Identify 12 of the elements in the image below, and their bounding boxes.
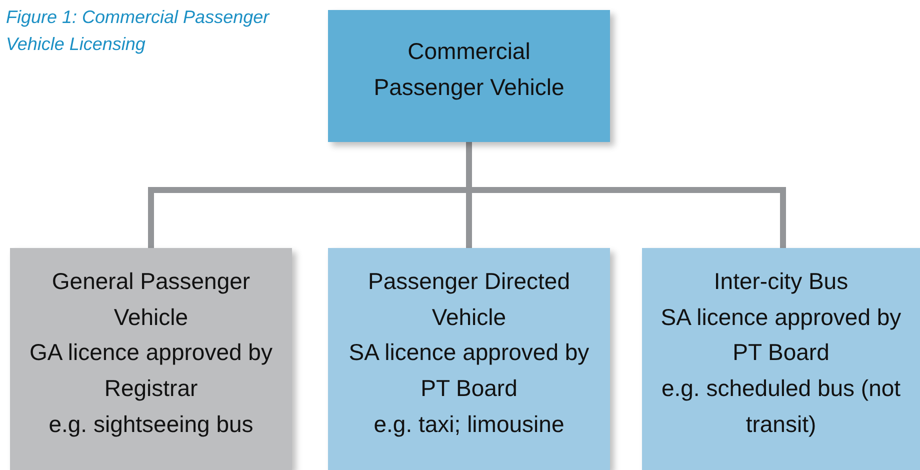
category-box xyxy=(642,248,920,470)
box-text: e.g. taxi; limousine xyxy=(372,410,566,439)
box-text: e.g. scheduled bus (not transit) xyxy=(660,374,902,439)
box-heading: Inter-city Bus xyxy=(712,267,850,296)
figure-title: Figure 1: Commercial Passenger Vehicle Licensing xyxy=(6,6,271,56)
box-text: e.g. sightseeing bus xyxy=(48,410,254,439)
category-box xyxy=(328,248,610,470)
root-box xyxy=(328,10,610,142)
box-heading: Commercial Passenger Vehicle xyxy=(372,37,566,102)
box-heading: Passenger Directed Vehicle xyxy=(367,267,571,332)
category-box xyxy=(10,248,292,470)
box-heading: General Passenger Vehicle xyxy=(50,267,252,332)
